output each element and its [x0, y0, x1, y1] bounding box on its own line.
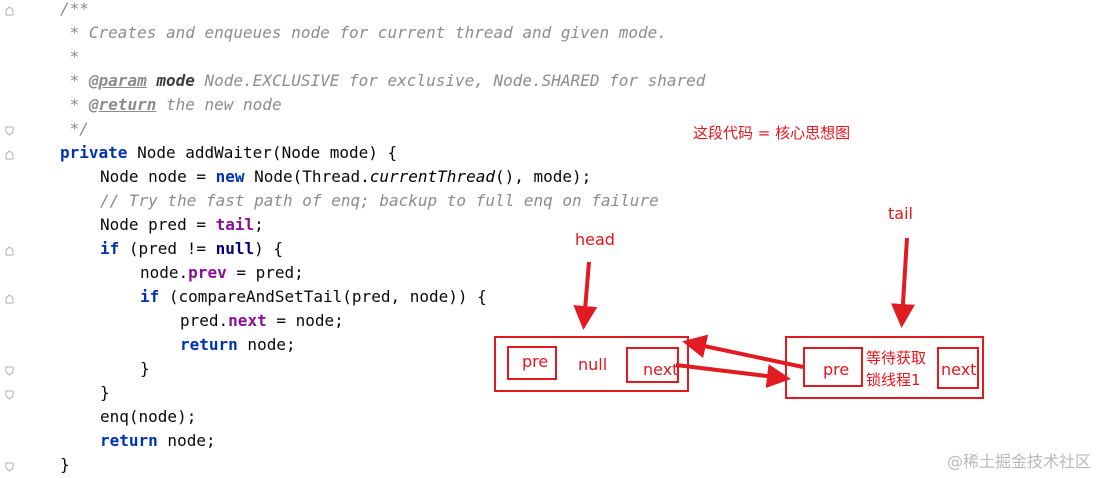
- tail-value-line1: 等待获取: [866, 349, 927, 367]
- code-text: Node addWaiter(Node mode) {: [127, 143, 398, 162]
- code-line: pred.next = node;: [180, 309, 344, 333]
- code-text: node;: [157, 431, 216, 450]
- code-text: Node pred =: [100, 215, 216, 234]
- code-line: }: [140, 359, 150, 378]
- code-text: (pred !=: [119, 239, 216, 258]
- next-link-arrow: [675, 363, 791, 388]
- code-text: Node(Thread.: [244, 167, 370, 186]
- javadoc-tag: @return: [88, 95, 157, 114]
- code-text: (compareAndSetTail(pred, node)) {: [159, 287, 487, 306]
- keyword: return: [100, 431, 158, 450]
- head-pre-label: pre: [522, 352, 549, 371]
- code-text: Node node =: [100, 167, 216, 186]
- head-value-label: null: [578, 355, 608, 374]
- field-ref: next: [228, 311, 267, 330]
- static-method-call: currentThread: [369, 167, 495, 186]
- fold-marker-icon[interactable]: [5, 126, 14, 136]
- javadoc-param-name: mode: [156, 71, 195, 90]
- keyword: return: [180, 335, 238, 354]
- comment-text: Node.EXCLUSIVE for exclusive, Node.SHARE…: [194, 71, 706, 90]
- tail-pre-label: pre: [823, 360, 850, 379]
- keyword: new: [215, 167, 245, 186]
- head-pointer-arrow: [573, 261, 598, 330]
- code-text: (), mode);: [494, 167, 592, 186]
- editor-gutter: [0, 0, 30, 478]
- fold-marker-icon[interactable]: [5, 366, 14, 376]
- code-line: * @param mode Node.EXCLUSIVE for exclusi…: [60, 69, 706, 93]
- tail-next-label: next: [941, 360, 977, 379]
- comment-text: the new node: [156, 95, 282, 114]
- fold-marker-icon[interactable]: [5, 390, 14, 400]
- code-text: node.: [140, 263, 189, 282]
- watermark: @稀土掘金技术社区: [946, 452, 1091, 471]
- comment-text: *: [60, 95, 89, 114]
- fold-marker-icon[interactable]: [5, 294, 14, 304]
- field-ref: tail: [215, 215, 255, 234]
- code-line: *: [60, 47, 80, 66]
- prev-link-arrow: [682, 334, 804, 369]
- comment-text: *: [60, 71, 89, 90]
- code-line: Node node = new Node(Thread.currentThrea…: [100, 165, 591, 189]
- diagram-title: 这段代码 = 核心思想图: [693, 124, 851, 142]
- javadoc-tag: @param: [88, 71, 147, 90]
- tail-pre-cell: [803, 347, 863, 387]
- keyword: null: [215, 239, 255, 258]
- tail-value-line2: 锁线程1: [866, 371, 921, 389]
- tail-next-cell: [937, 347, 979, 389]
- fold-marker-icon[interactable]: [5, 246, 14, 256]
- code-line: */: [60, 119, 89, 138]
- head-label: head: [575, 230, 615, 249]
- head-pre-cell: [507, 346, 557, 380]
- code-line: Node pred = tail;: [100, 213, 264, 237]
- field-ref: prev: [188, 263, 227, 282]
- code-text: ) {: [254, 239, 284, 258]
- head-node-box: [494, 336, 689, 392]
- code-line: node.prev = pred;: [140, 261, 304, 285]
- code-text: ;: [254, 215, 264, 234]
- fold-marker-icon[interactable]: [5, 462, 14, 472]
- code-text: = pred;: [226, 263, 304, 282]
- tail-label: tail: [888, 204, 913, 223]
- code-line: if (compareAndSetTail(pred, node)) {: [140, 285, 487, 309]
- code-text: = node;: [266, 311, 344, 330]
- keyword: private: [60, 143, 128, 162]
- keyword: if: [140, 287, 160, 306]
- code-line: return node;: [100, 429, 216, 453]
- fold-marker-icon[interactable]: [5, 6, 14, 16]
- fold-marker-icon[interactable]: [5, 150, 14, 160]
- code-line: private Node addWaiter(Node mode) {: [60, 141, 397, 165]
- head-next-label: next: [643, 360, 679, 379]
- code-line: }: [60, 455, 70, 474]
- keyword: if: [100, 239, 120, 258]
- code-line: /**: [60, 0, 89, 18]
- code-line: }: [100, 383, 110, 402]
- code-line: enq(node);: [100, 407, 197, 426]
- code-line: * @return the new node: [60, 93, 282, 117]
- code-line: if (pred != null) {: [100, 237, 283, 261]
- code-text: pred.: [180, 311, 229, 330]
- code-line: // Try the fast path of enq; backup to f…: [100, 191, 659, 210]
- code-line: return node;: [180, 333, 296, 357]
- code-text: node;: [237, 335, 296, 354]
- tail-pointer-arrow: [890, 237, 915, 328]
- code-line: * Creates and enqueues node for current …: [60, 23, 667, 42]
